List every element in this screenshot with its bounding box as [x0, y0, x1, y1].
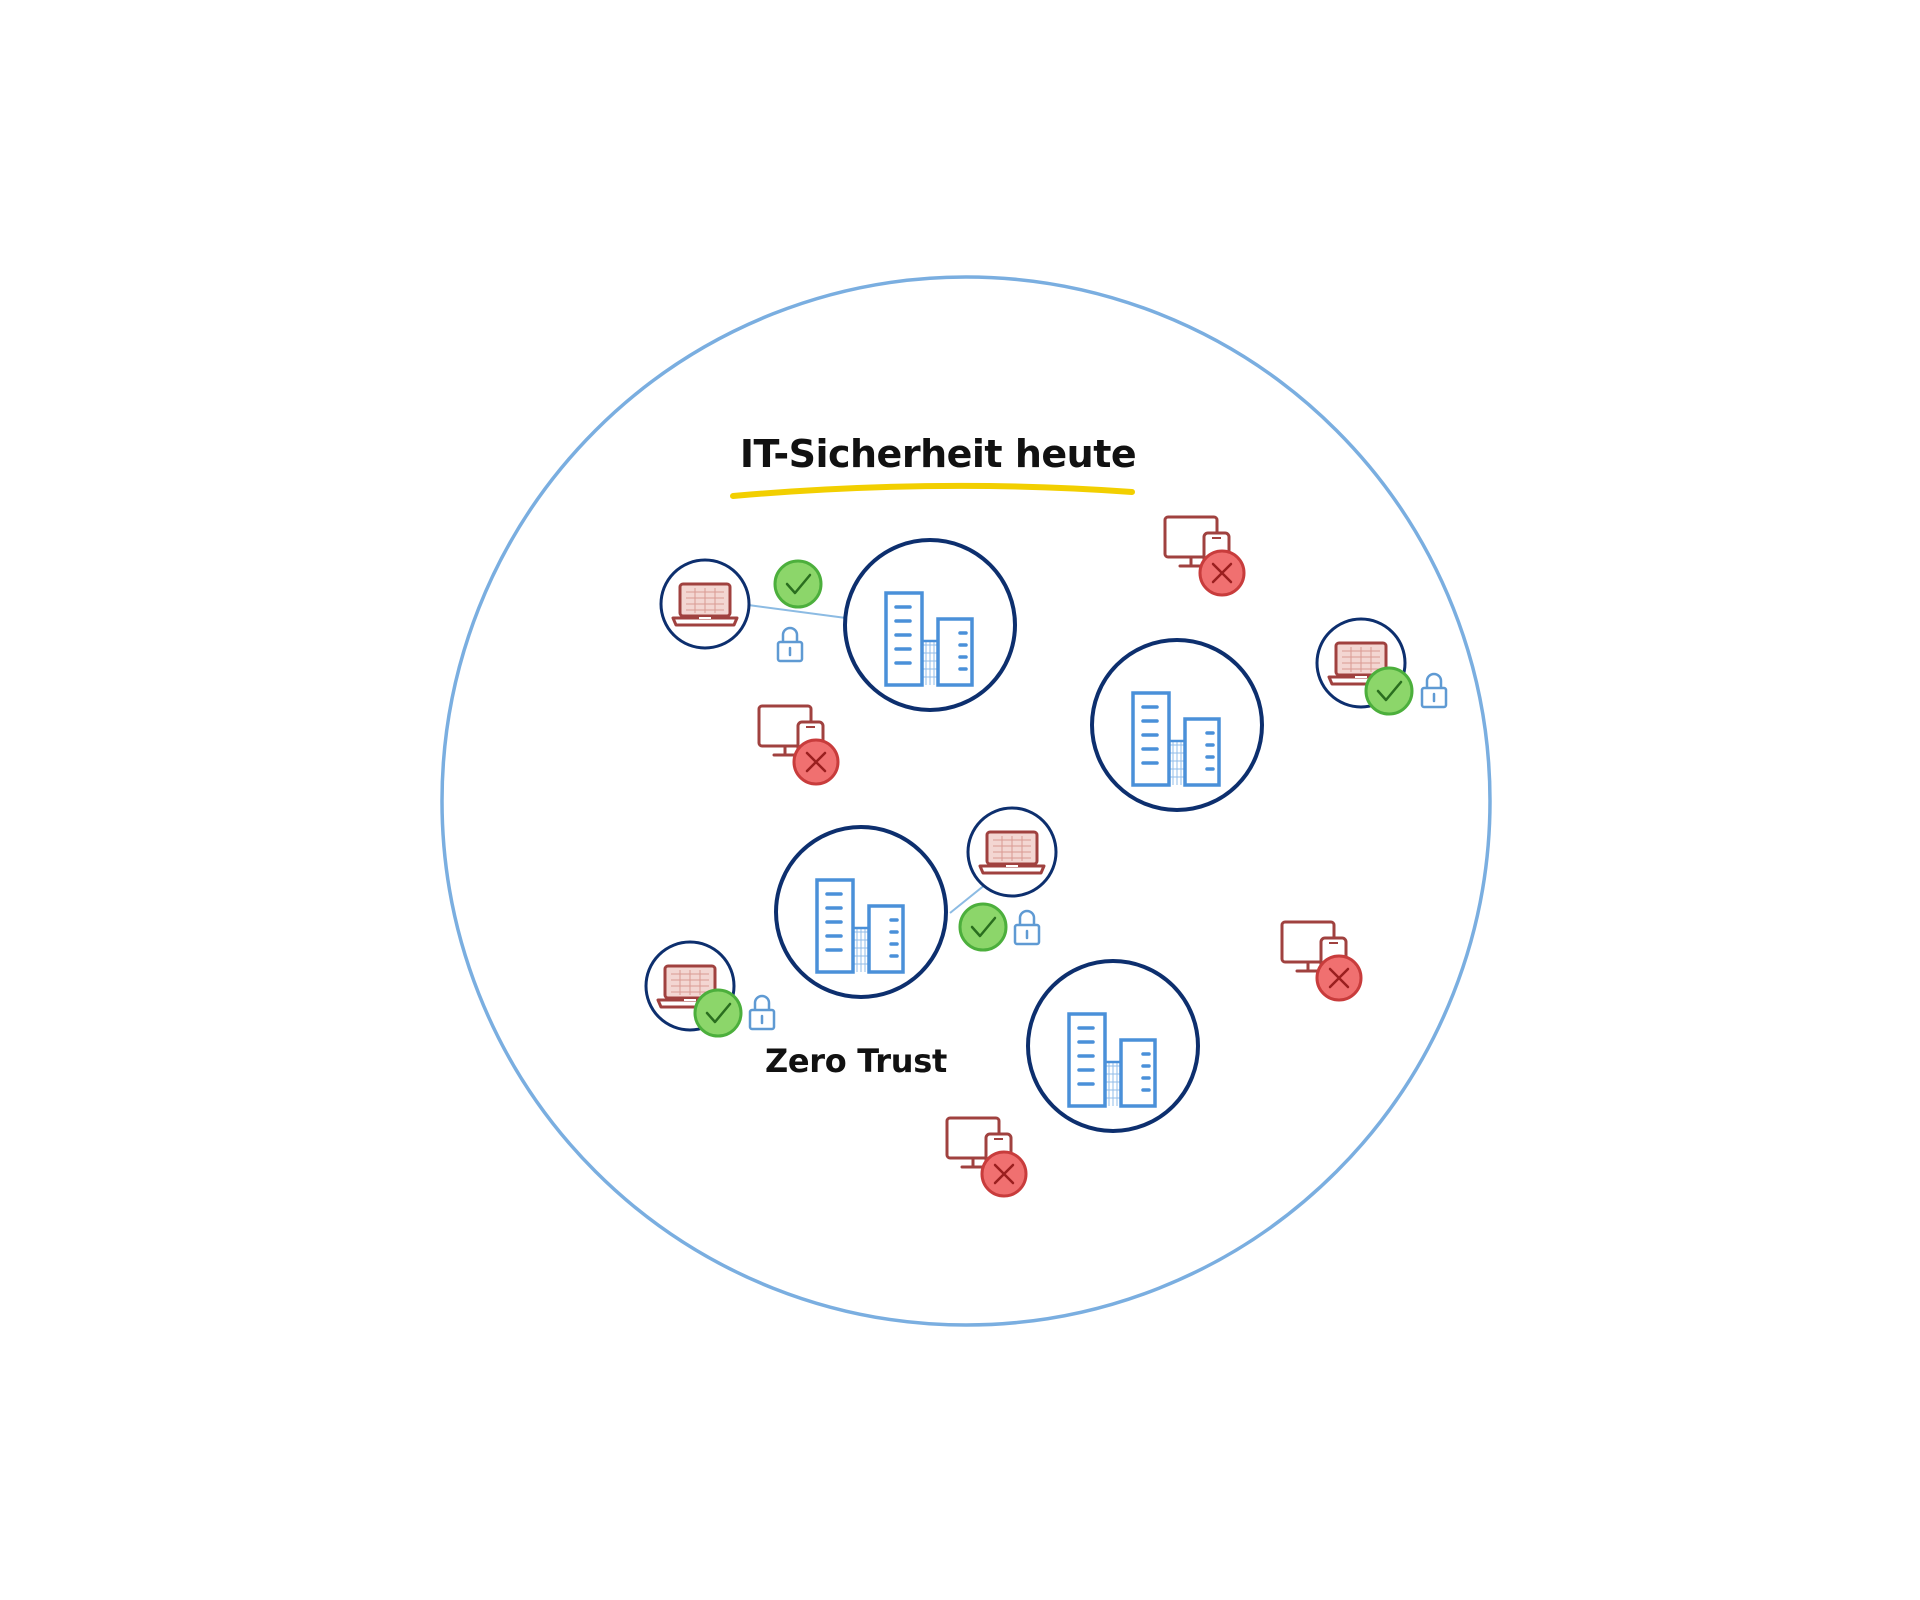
building-node	[1026, 959, 1200, 1133]
lock-icon	[776, 626, 804, 663]
diagram-title: IT-Sicherheit heute	[739, 432, 1137, 476]
lock-icon	[1013, 909, 1041, 946]
laptop-icon	[978, 830, 1046, 875]
zero-trust-label: Zero Trust	[764, 1042, 948, 1080]
outer-boundary	[440, 275, 1492, 1327]
computer-mobile-icon	[945, 1116, 1028, 1198]
building-node	[774, 825, 948, 999]
check-icon	[958, 902, 1008, 952]
title-underline	[730, 482, 1135, 499]
check-icon	[773, 559, 823, 609]
laptop-icon	[671, 582, 739, 627]
computer-mobile-icon	[1163, 515, 1246, 597]
laptop-node	[659, 558, 751, 650]
computer-mobile-icon	[1280, 920, 1363, 1002]
connector-line	[747, 604, 847, 619]
building-node	[843, 538, 1017, 712]
computer-mobile-icon	[757, 704, 840, 786]
lock-icon	[1420, 672, 1448, 709]
connector-line	[949, 883, 987, 914]
check-icon	[1364, 666, 1414, 716]
lock-icon	[748, 994, 776, 1031]
building-node	[1090, 638, 1264, 812]
laptop-node	[966, 806, 1058, 898]
check-icon	[693, 988, 743, 1038]
